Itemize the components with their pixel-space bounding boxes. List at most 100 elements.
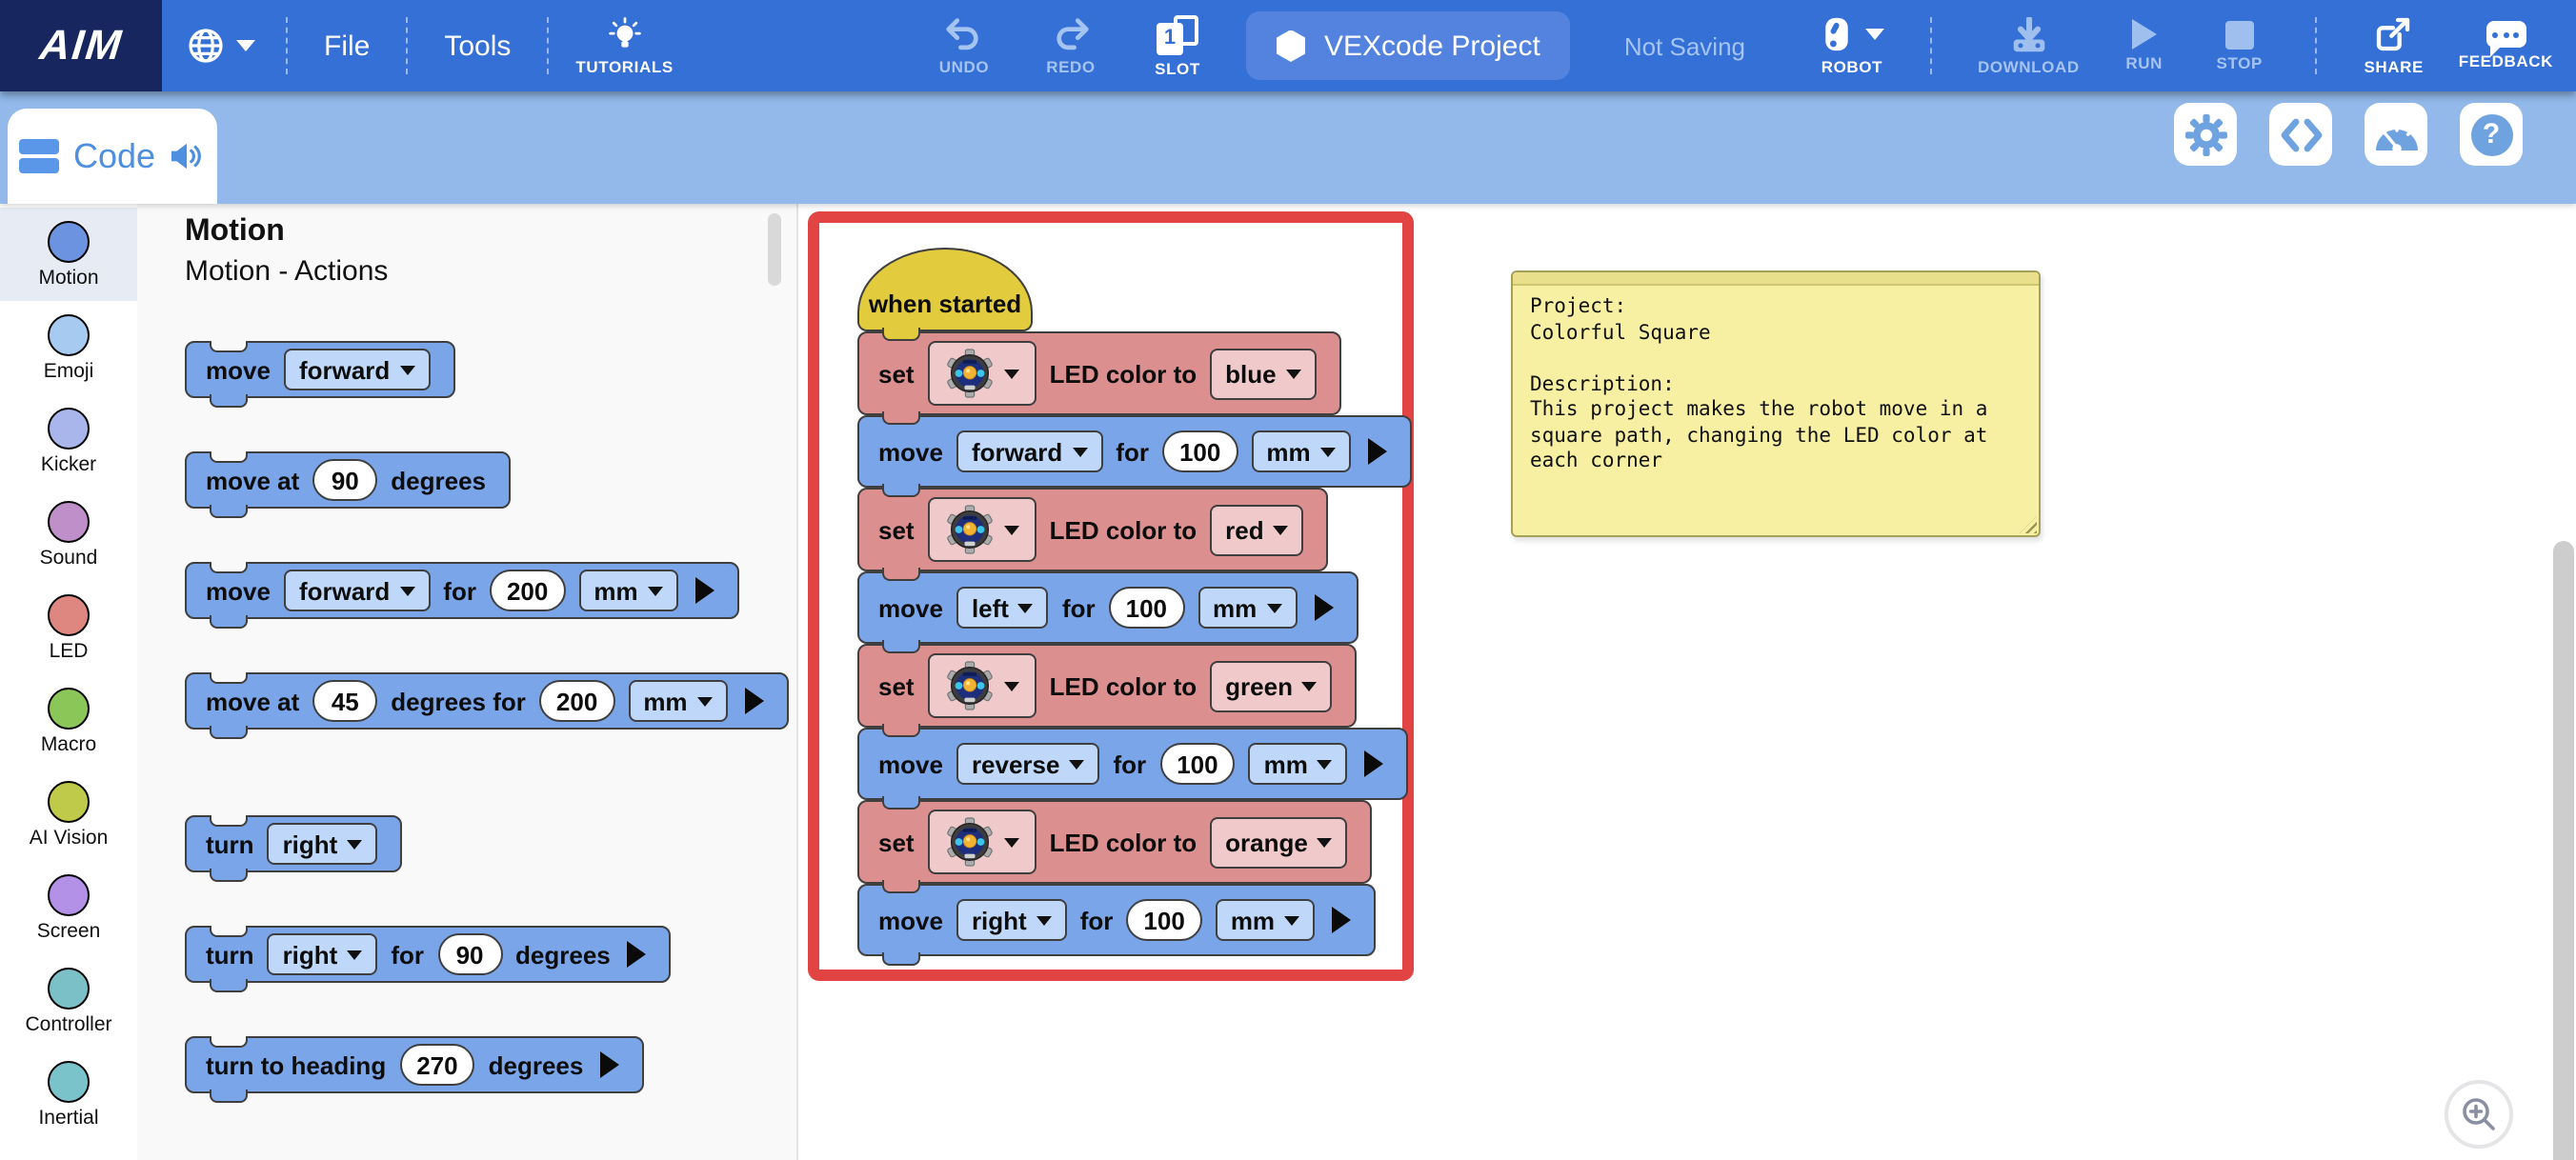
expand-arrow-icon[interactable] [694,577,714,604]
unit-dropdown[interactable]: mm [1248,743,1348,785]
tools-menu[interactable]: Tools [444,30,512,62]
sidebar-item-emoji[interactable]: Emoji [0,301,137,394]
set-led-color-block[interactable]: set LED color to blue [857,331,1341,425]
palette-block-move-at-degrees[interactable]: move at 90 degrees [185,451,512,518]
distance-input[interactable]: 100 [1108,587,1185,629]
palette-scrollbar[interactable] [768,213,781,286]
move-block[interactable]: move right for 100 mm [857,884,1377,966]
degrees-input[interactable]: 45 [312,680,378,722]
feedback-label: FEEDBACK [2458,51,2553,70]
sidebar-item-controller[interactable]: Controller [0,954,137,1048]
run-button[interactable]: RUN [2106,19,2183,72]
direction-dropdown[interactable]: reverse [956,743,1100,785]
move-block[interactable]: move reverse for 100 mm [857,728,1409,810]
move-block[interactable]: move forward for 100 mm [857,415,1412,497]
monitor-button[interactable] [2365,103,2427,166]
sidebar-item-kicker[interactable]: Kicker [0,394,137,488]
direction-dropdown[interactable]: left [956,587,1049,629]
chevron-down-icon [399,586,415,595]
palette-block-turn[interactable]: turn right [185,815,403,882]
share-button[interactable]: SHARE [2356,15,2432,76]
direction-dropdown[interactable]: forward [956,430,1103,472]
direction-dropdown[interactable]: forward [283,349,431,390]
heading-input[interactable]: 270 [399,1044,475,1086]
expand-arrow-icon[interactable] [744,688,764,714]
redo-button[interactable]: REDO [1033,16,1109,75]
help-button[interactable]: ? [2460,103,2523,166]
distance-input[interactable]: 100 [1161,430,1238,472]
led-color-dropdown[interactable]: red [1210,504,1304,555]
distance-input[interactable]: 200 [489,570,566,611]
expand-arrow-icon[interactable] [1364,750,1384,777]
expand-arrow-icon[interactable] [627,941,647,968]
when-started-hat-block[interactable]: when started [857,248,1033,341]
sidebar-item-macro[interactable]: Macro [0,674,137,768]
set-led-color-block[interactable]: set LED color to orange [857,800,1373,893]
expand-arrow-icon[interactable] [1367,438,1387,465]
robot-dropdown[interactable] [927,341,1036,406]
expand-arrow-icon[interactable] [1332,907,1352,933]
robot-dropdown[interactable] [927,653,1036,718]
speaker-icon[interactable] [169,141,205,171]
direction-dropdown[interactable]: right [267,933,378,975]
settings-button[interactable] [2174,103,2237,166]
language-menu[interactable] [175,27,267,65]
unit-dropdown[interactable]: mm [1197,587,1298,629]
direction-dropdown[interactable]: right [267,823,378,865]
feedback-button[interactable]: FEEDBACK [2451,21,2561,70]
set-led-color-block[interactable]: set LED color to red [857,488,1329,581]
chevron-down-icon [399,365,415,374]
expand-arrow-icon[interactable] [1314,594,1334,621]
robot-button[interactable]: ROBOT [1812,15,1892,76]
sidebar-item-sound[interactable]: Sound [0,488,137,581]
comment-note-header[interactable] [1513,272,2039,286]
palette-block-turn-for-degrees[interactable]: turn right for 90 degrees [185,926,672,992]
unit-dropdown[interactable]: mm [1251,430,1351,472]
slot-button[interactable]: 1 SLOT [1139,14,1216,77]
undo-button[interactable]: UNDO [926,16,1002,75]
unit-dropdown[interactable]: mm [628,680,728,722]
resize-handle[interactable] [2020,516,2037,533]
code-viewer-button[interactable] [2269,103,2332,166]
unit-dropdown[interactable]: mm [1215,899,1316,941]
sidebar-item-ai-vision[interactable]: AI Vision [0,768,137,861]
distance-input[interactable]: 100 [1126,899,1202,941]
comment-note-text[interactable]: Project: Colorful Square Description: Th… [1530,295,1988,472]
palette-block-move-for-mm[interactable]: move forward for 200 mm [185,562,739,629]
distance-input[interactable]: 200 [538,680,615,722]
direction-dropdown[interactable]: forward [283,570,431,611]
distance-input[interactable]: 100 [1159,743,1236,785]
degrees-input[interactable]: 90 [312,459,378,501]
project-name-field[interactable]: VEXcode Project [1246,11,1571,80]
file-menu[interactable]: File [324,30,371,62]
feedback-icon [2485,21,2526,57]
sidebar-item-motion[interactable]: Motion [0,208,137,301]
download-button[interactable]: DOWNLOAD [1970,16,2087,75]
sidebar-item-inertial[interactable]: Inertial [0,1048,137,1141]
project-comment-note[interactable]: Project: Colorful Square Description: Th… [1511,270,2041,537]
led-color-dropdown[interactable]: green [1210,660,1333,711]
palette-block-move[interactable]: move forward [185,341,455,408]
direction-dropdown[interactable]: right [956,899,1067,941]
tutorials-button[interactable]: TUTORIALS [568,15,680,76]
tab-code[interactable]: Code [8,109,217,204]
led-color-dropdown[interactable]: blue [1210,348,1317,399]
stop-button[interactable]: STOP [2202,20,2278,71]
palette-block-move-at-degrees-for-mm[interactable]: move at 45 degrees for 200 mm [185,672,789,739]
unit-dropdown[interactable]: mm [578,570,678,611]
led-color-dropdown[interactable]: orange [1210,816,1348,868]
robot-dropdown[interactable] [927,810,1036,874]
sidebar-item-screen[interactable]: Screen [0,861,137,954]
expand-arrow-icon[interactable] [600,1051,620,1078]
sidebar-item-led[interactable]: LED [0,581,137,674]
palette-block-turn-to-heading[interactable]: turn to heading 270 degrees [185,1036,645,1103]
zoom-in-icon [2463,1098,2495,1130]
code-canvas[interactable]: when started set LED color to blue move [798,204,2576,1160]
workspace-scrollbar[interactable] [2553,541,2574,1160]
set-led-color-block[interactable]: set LED color to green [857,644,1358,737]
zoom-in-button[interactable] [2445,1080,2513,1149]
degrees-input[interactable]: 90 [437,933,503,975]
move-block[interactable]: move left for 100 mm [857,571,1358,653]
robot-dropdown[interactable] [927,497,1036,562]
